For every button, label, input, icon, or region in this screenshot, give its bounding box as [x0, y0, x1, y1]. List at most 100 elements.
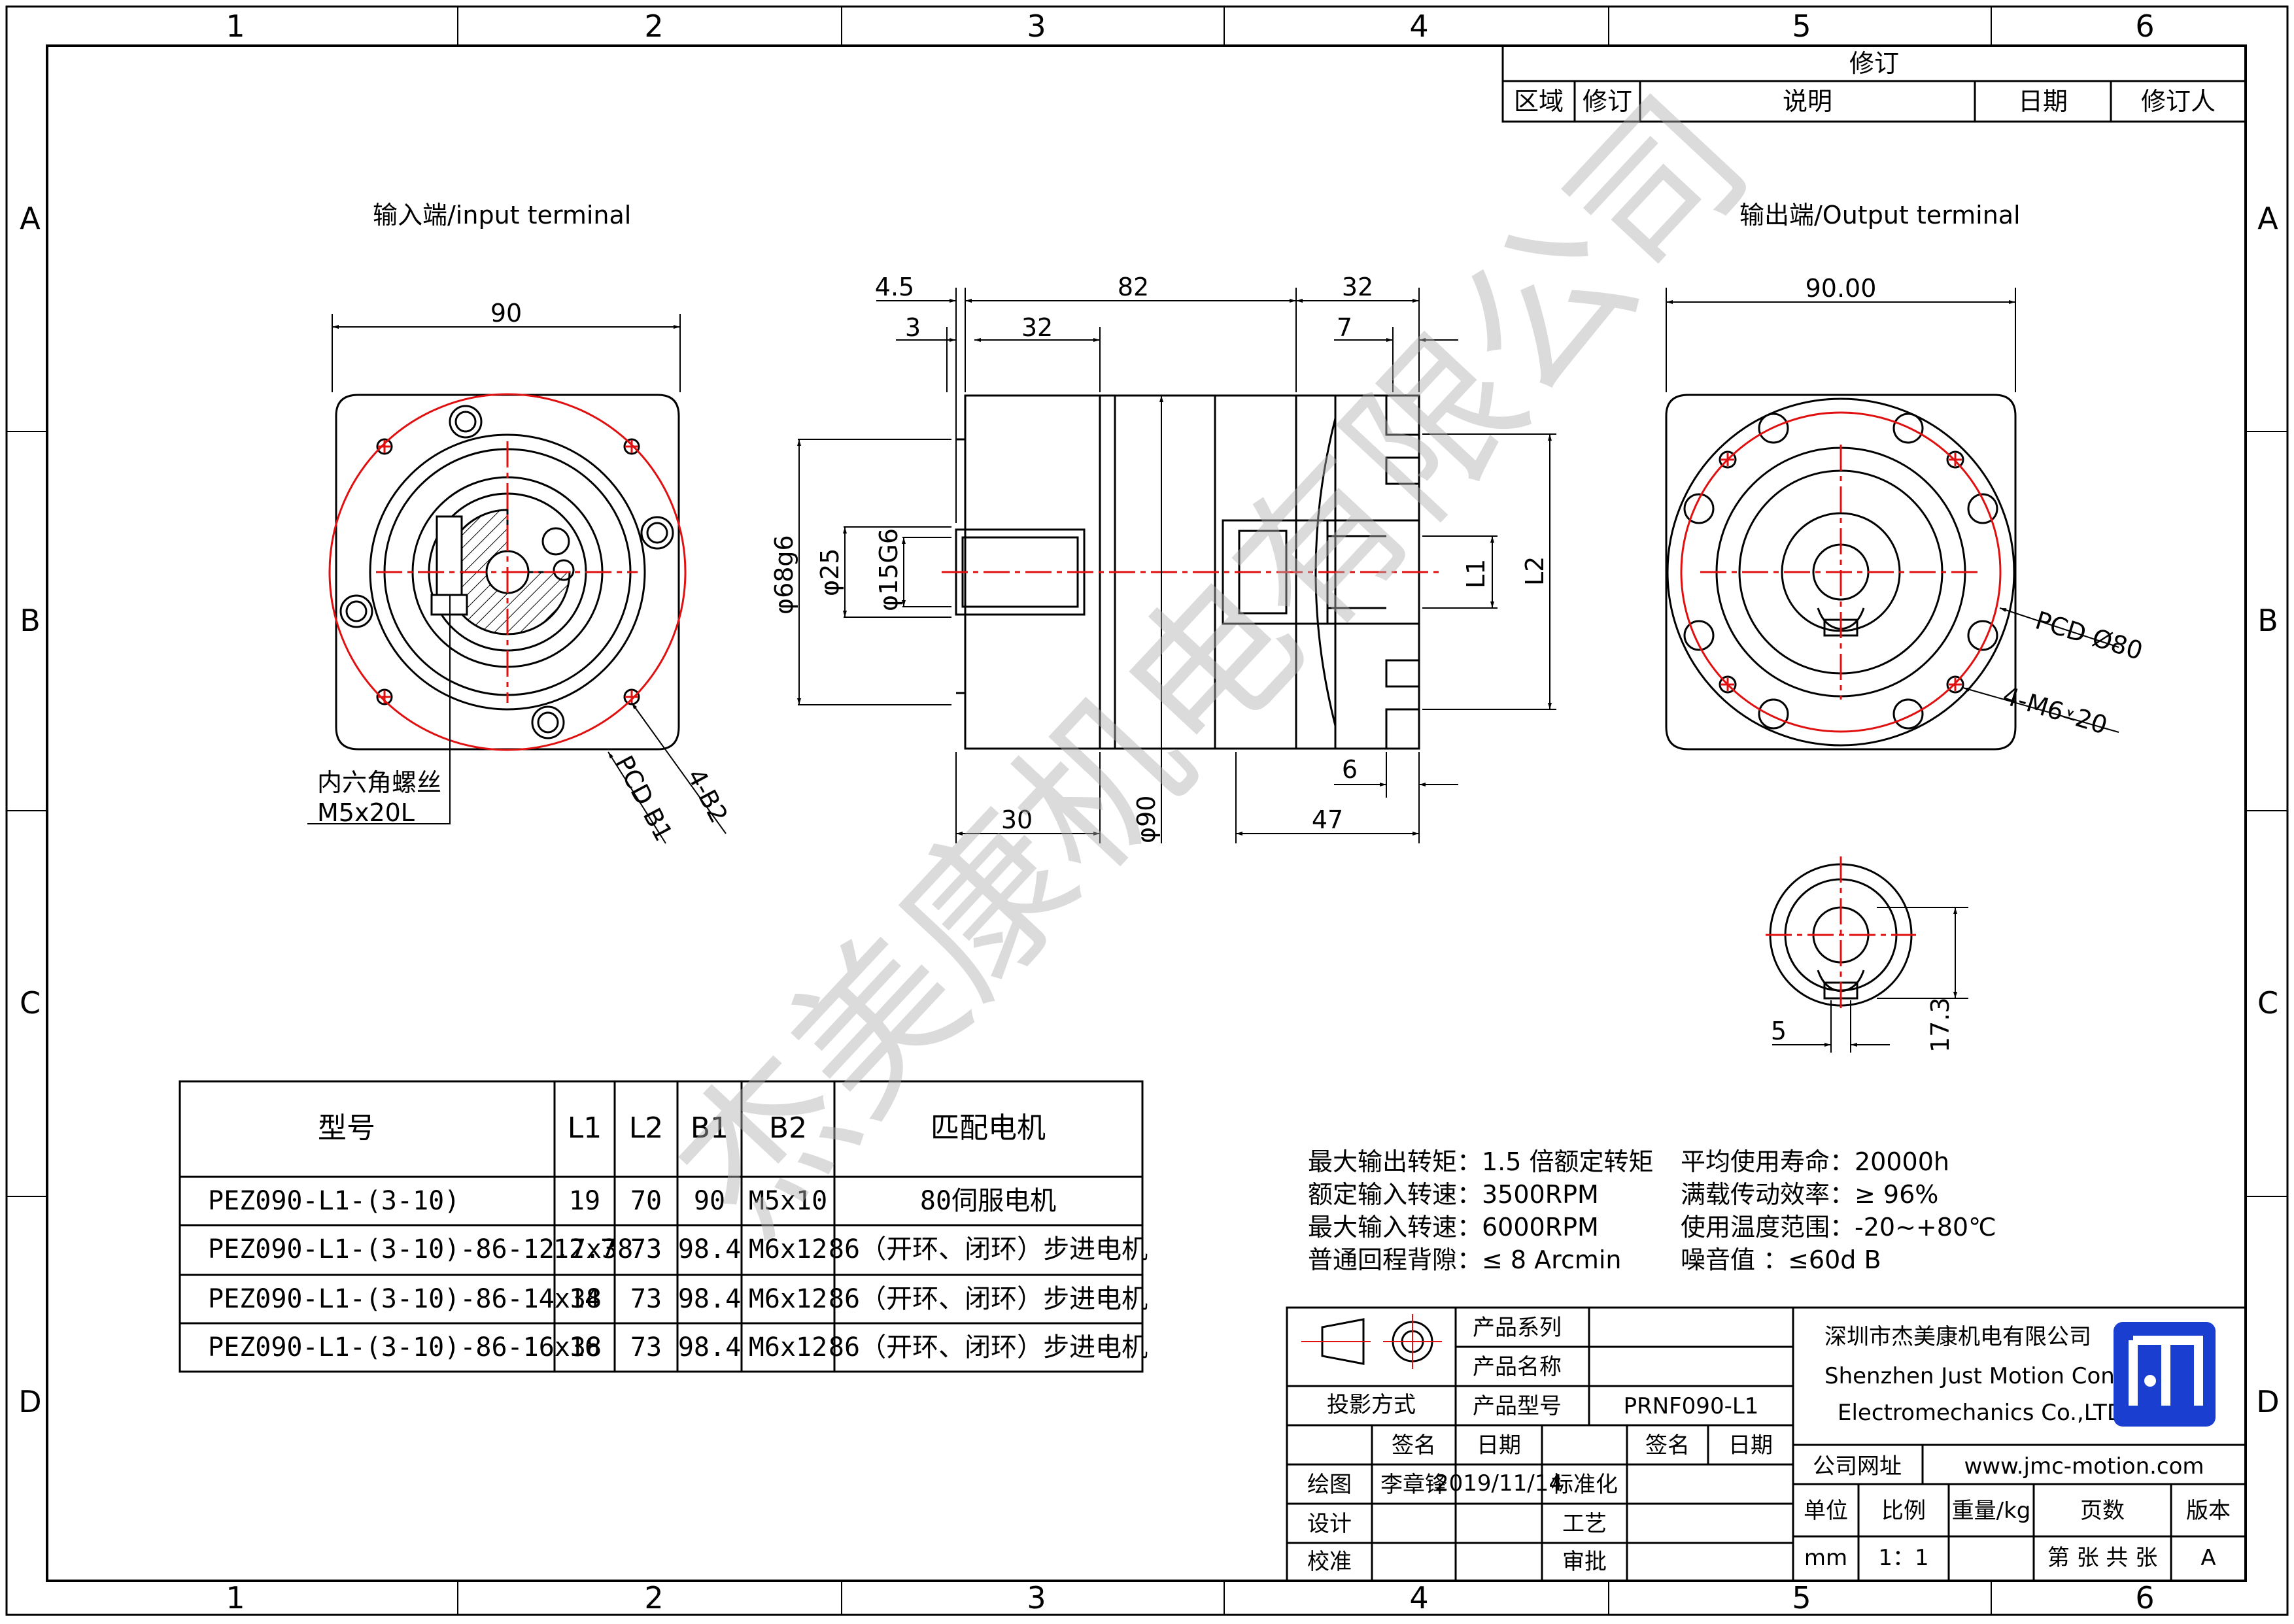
screw-note-line2: M5x20L	[317, 798, 415, 827]
input-hole-label: 4-B2	[681, 764, 734, 828]
dim-4-5: 4.5	[875, 273, 914, 301]
table-cell: 73	[630, 1234, 662, 1264]
dim-3: 3	[905, 313, 921, 342]
tb-website: www.jmc-motion.com	[1964, 1453, 2204, 1480]
dim-82: 82	[1118, 273, 1149, 301]
tb-date-label2: 日期	[1728, 1432, 1773, 1459]
tb-weight-label: 重量/kg	[1952, 1498, 2031, 1524]
col-label-4: 4	[1409, 8, 1428, 44]
table-cell: 98.4	[678, 1284, 741, 1314]
tb-drawn-label: 绘图	[1307, 1472, 1352, 1498]
dim-6: 6	[1342, 755, 1358, 784]
col-label-3: 3	[1027, 8, 1046, 44]
output-centerlines	[1680, 411, 2002, 733]
row-label-C: C	[20, 985, 41, 1021]
revision-title: 修订	[1849, 49, 1899, 78]
dim-7: 7	[1337, 313, 1352, 342]
tb-drawn-by: 李章锋	[1380, 1472, 1447, 1498]
col-label-5: 5	[1792, 8, 1811, 44]
table-header-B1: B1	[691, 1111, 728, 1145]
row-label-D: D	[18, 1384, 41, 1419]
table-cell: 73	[630, 1332, 662, 1362]
revision-block: 修订 区域 修订 说明 日期 修订人	[1501, 44, 2247, 123]
output-pcd-label: PCD Ø80	[2032, 606, 2146, 666]
table-header-model: 型号	[318, 1111, 375, 1145]
model-table: 型号 L1 L2 B1 B2 匹配电机 PEZ090-L1-(3-10) 19 …	[179, 1080, 1148, 1373]
table-cell: 98.4	[678, 1332, 741, 1362]
tb-series-label: 产品系列	[1473, 1315, 1562, 1341]
tb-date-label: 日期	[1477, 1432, 1521, 1459]
tb-unit-value: mm	[1804, 1545, 1847, 1571]
hatched-hub	[444, 509, 571, 635]
table-header-L2: L2	[629, 1111, 664, 1145]
row-label-A-right: A	[2257, 201, 2278, 236]
table-cell: 86（开环、闭环）步进电机	[829, 1284, 1148, 1314]
tb-version-value: A	[2200, 1545, 2216, 1571]
tb-approve-label: 审批	[1562, 1549, 1607, 1575]
dim-47: 47	[1312, 805, 1343, 834]
table-cell: 19	[569, 1186, 600, 1216]
input-flange-view: 90 内六角螺丝 M5x20L PCD B1 4-B2	[307, 299, 734, 846]
table-cell: 90	[694, 1186, 725, 1216]
input-terminal-title: 输入端/input terminal	[373, 201, 631, 229]
spec-left-3: 最大输入转速：6000RPM	[1308, 1213, 1599, 1242]
row-label-B-right: B	[2257, 603, 2278, 638]
tb-check-label: 校准	[1307, 1549, 1352, 1575]
tb-unit-label: 单位	[1804, 1498, 1848, 1524]
row-label-A: A	[20, 201, 41, 236]
revision-header-rev: 修订	[1583, 87, 1632, 116]
table-cell: PEZ090-L1-(3-10)	[208, 1186, 460, 1216]
table-header-L1: L1	[568, 1111, 602, 1145]
tb-scale-value: 1：1	[1878, 1545, 1928, 1571]
table-cell: PEZ090-L1-(3-10)-86-12.7x38	[208, 1234, 633, 1264]
col-label-2: 2	[644, 8, 663, 44]
company-logo-icon	[2114, 1322, 2216, 1427]
table-cell: 14	[569, 1284, 600, 1314]
table-cell: M6x12	[749, 1332, 827, 1362]
shaft-dim-5: 5	[1771, 1017, 1787, 1045]
dim-30: 30	[1001, 805, 1033, 834]
projection-symbol-icon	[1301, 1314, 1442, 1369]
input-centerlines	[328, 393, 687, 751]
tb-sign-label2: 签名	[1645, 1432, 1690, 1459]
spec-list: 最大输出转矩：1.5 倍额定转矩 额定输入转速：3500RPM 最大输入转速：6…	[1308, 1147, 1996, 1274]
row-label-B: B	[20, 603, 41, 638]
col-label-1-bottom: 1	[226, 1580, 245, 1616]
spec-right-4: 噪音值 ：≤60d B	[1681, 1245, 1881, 1274]
watermark: 杰美康机电有限公司	[641, 63, 1783, 1268]
tb-company-cn: 深圳市杰美康机电有限公司	[1824, 1324, 2091, 1350]
table-cell: 73	[630, 1284, 662, 1314]
tb-company-en1: Shenzhen Just Motion Control	[1824, 1363, 2152, 1389]
revision-header-reviser: 修订人	[2141, 87, 2216, 116]
drawing-frame	[5, 5, 2289, 1616]
col-label-4-bottom: 4	[1409, 1580, 1428, 1616]
table-header-motor: 匹配电机	[931, 1111, 1046, 1145]
col-label-1: 1	[226, 8, 245, 44]
side-section-view: 4.5 82 32 3 32 7 φ68g6 φ25 φ15G6 L1 L2 φ…	[770, 273, 1556, 843]
input-width-dim: 90	[490, 299, 522, 328]
dim-32-top: 32	[1342, 273, 1373, 301]
col-label-2-bottom: 2	[644, 1580, 663, 1616]
spec-right-1: 平均使用寿命：20000h	[1681, 1147, 1949, 1176]
tb-model-value: PRNF090-L1	[1624, 1393, 1759, 1419]
tb-standard-label: 标准化	[1551, 1472, 1618, 1498]
row-label-C-right: C	[2257, 985, 2278, 1021]
table-cell: M6x12	[749, 1284, 827, 1314]
dim-L1: L1	[1462, 559, 1490, 588]
tb-process-label: 工艺	[1562, 1511, 1607, 1537]
tb-pages-value: 第 张 共 张	[2047, 1545, 2157, 1571]
tb-pages-label: 页数	[2080, 1498, 2125, 1524]
tb-sign-label: 签名	[1392, 1432, 1436, 1459]
table-cell: M5x10	[749, 1186, 827, 1216]
title-block: 投影方式 产品系列 产品名称 产品型号 PRNF090-L1 签名 日期 签名 …	[1286, 1306, 2247, 1582]
table-cell: 80伺服电机	[920, 1186, 1056, 1216]
row-label-D-right: D	[2256, 1384, 2279, 1419]
table-cell: 70	[630, 1186, 662, 1216]
col-label-3-bottom: 3	[1027, 1580, 1046, 1616]
output-terminal-title: 输出端/Output terminal	[1739, 201, 2021, 229]
revision-header-area: 区域	[1514, 87, 1564, 116]
col-label-6: 6	[2135, 8, 2154, 44]
spec-right-3: 使用温度范围：-20~+80℃	[1681, 1213, 1996, 1242]
dim-phi68: φ68g6	[770, 535, 798, 615]
